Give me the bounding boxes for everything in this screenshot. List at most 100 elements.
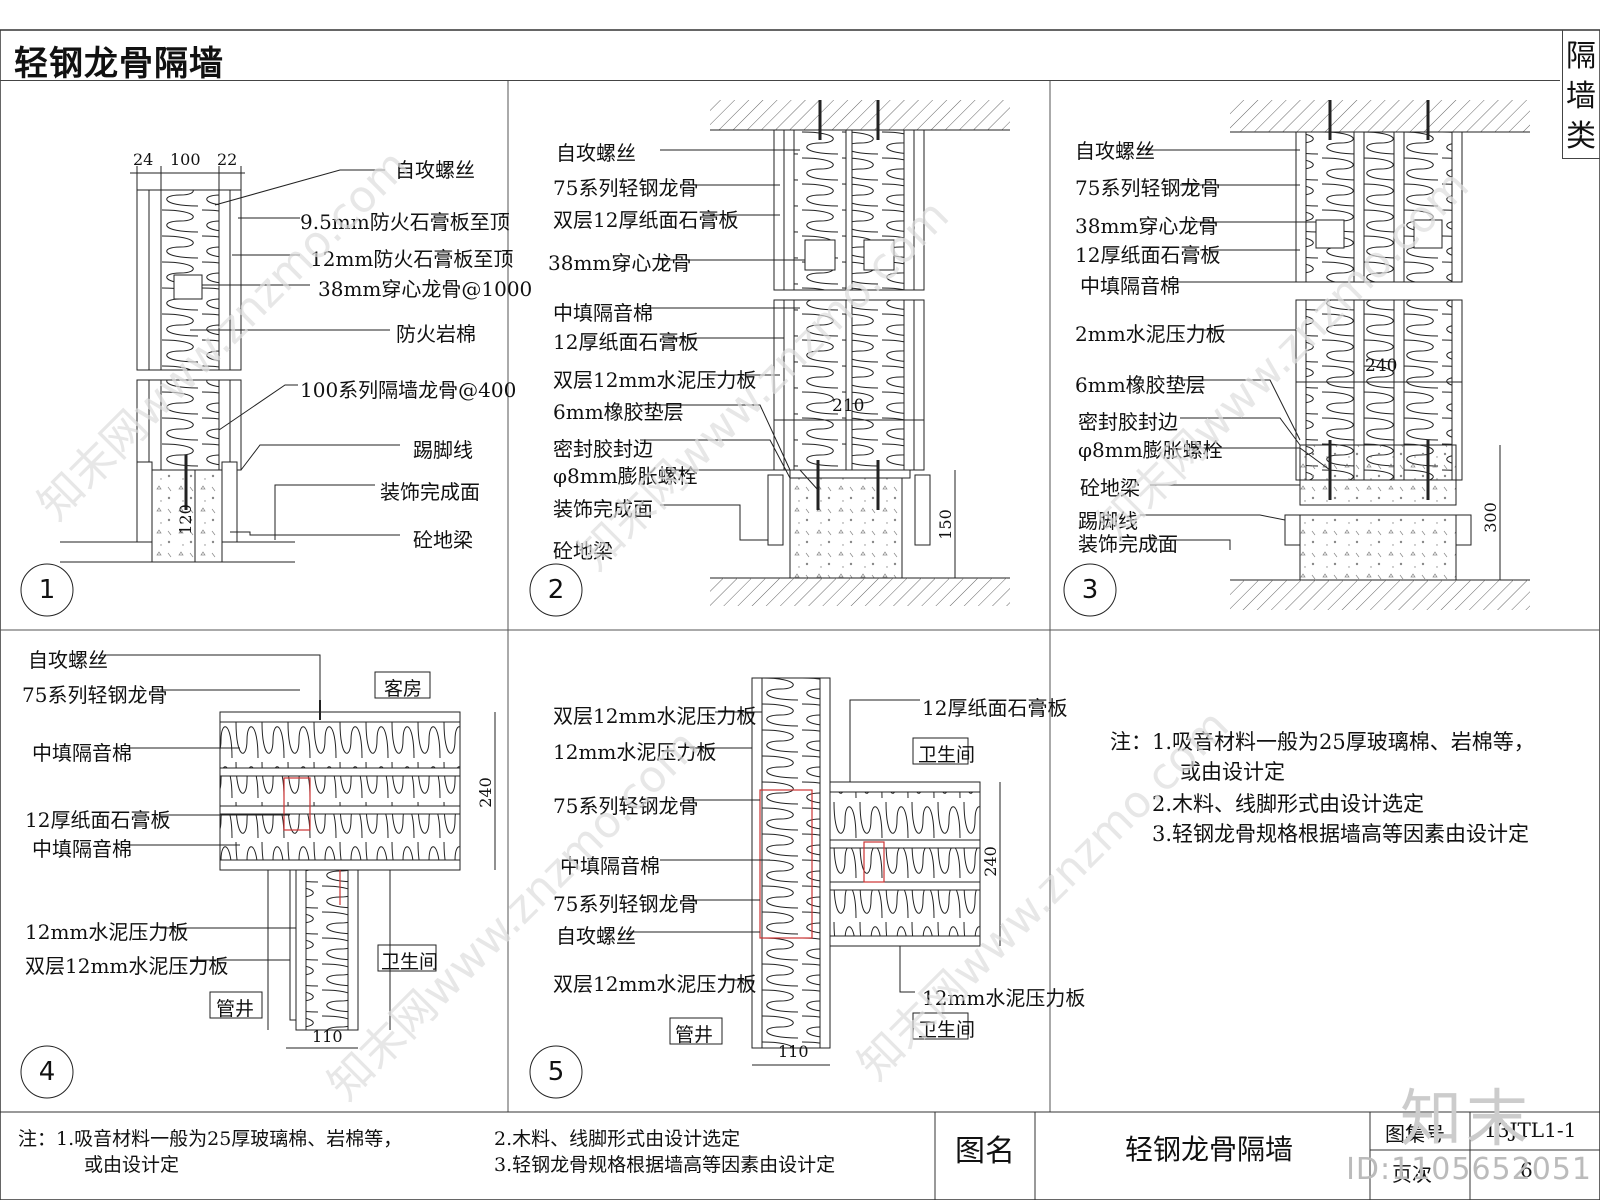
- set-number: 13JTL1-1: [1484, 1118, 1577, 1142]
- dimension-label: 100: [170, 150, 201, 169]
- room-label: 管井: [675, 1024, 714, 1046]
- callout-label: 100系列隔墙龙骨@400: [300, 378, 517, 402]
- callout-label: 12厚纸面石膏板: [553, 330, 699, 354]
- callout-label: 38mm穿心龙骨: [548, 251, 692, 275]
- detail-4-section: [100, 654, 496, 1049]
- detail-number: 4: [38, 1057, 56, 1087]
- callout-label: 踢脚线: [1078, 509, 1138, 533]
- callout-label: 12厚纸面石膏板: [25, 808, 171, 832]
- callout-label: 防火岩棉: [396, 322, 476, 346]
- callout-label: 自攻螺丝: [556, 141, 636, 165]
- footer-label-set: 图集号: [1385, 1122, 1445, 1146]
- room-label: 卫生间: [918, 1019, 976, 1041]
- callout-label: 中填隔音棉: [560, 854, 660, 878]
- callout-label: 75系列轻钢龙骨: [1075, 176, 1221, 200]
- dimension-label: 24: [133, 150, 154, 169]
- note-line: 注：1.吸音材料一般为25厚玻璃棉、岩棉等，: [1110, 730, 1535, 754]
- detail-1-section: [60, 166, 400, 563]
- dimension-label: 240: [1365, 356, 1398, 376]
- callout-label: φ8mm膨胀螺栓: [553, 464, 698, 488]
- callout-label: 75系列轻钢龙骨: [553, 892, 699, 916]
- detail-number: 1: [38, 575, 56, 605]
- callout-label: 砼地梁: [1080, 476, 1140, 500]
- drawing-name: 轻钢龙骨隔墙: [1125, 1133, 1294, 1166]
- callout-label: 中填隔音棉: [32, 741, 132, 765]
- side-tab-char: 墙: [1566, 79, 1596, 114]
- footer-note: 3.轻钢龙骨规格根据墙高等因素由设计定: [494, 1154, 836, 1176]
- detail-5-section: [630, 677, 1001, 1066]
- callout-label: 12mm防火石膏板至顶: [310, 247, 514, 271]
- dimension-label: 110: [312, 1027, 343, 1046]
- callout-label: 6mm橡胶垫层: [553, 400, 684, 424]
- room-label: 卫生间: [381, 951, 439, 973]
- note-line: 3.轻钢龙骨规格根据墙高等因素由设计定: [1152, 822, 1530, 846]
- callout-label: 装饰完成面: [1078, 532, 1178, 556]
- callout-label: 12mm水泥压力板: [922, 986, 1086, 1010]
- dimension-label: 300: [1480, 502, 1500, 533]
- callout-label: 双层12mm水泥压力板: [553, 972, 757, 996]
- callout-label: 9.5mm防火石膏板至顶: [300, 210, 510, 234]
- callout-label: 双层12mm水泥压力板: [553, 704, 757, 728]
- detail-number-circle: [20, 1045, 74, 1099]
- callout-label: 双层12mm水泥压力板: [25, 954, 229, 978]
- callout-label: 75系列轻钢龙骨: [553, 176, 699, 200]
- footer-note: 或由设计定: [84, 1154, 180, 1176]
- callout-label: 自攻螺丝: [1075, 139, 1155, 163]
- callout-label: 密封胶封边: [553, 437, 653, 461]
- watermark-logo: 知末: [1400, 1082, 1533, 1155]
- callout-label: 中填隔音棉: [553, 301, 653, 325]
- footer-note: 注：1.吸音材料一般为25厚玻璃棉、岩棉等，: [18, 1128, 403, 1150]
- detail-number-circle: [1063, 563, 1117, 617]
- watermark-id: ID:1105652051: [1346, 1152, 1592, 1187]
- callout-label: 踢脚线: [413, 438, 473, 462]
- callout-label: 自攻螺丝: [28, 648, 108, 672]
- callout-label: 38mm穿心龙骨@1000: [318, 277, 533, 301]
- dimension-label: 150: [935, 509, 955, 540]
- callout-label: 中填隔音棉: [32, 837, 132, 861]
- callout-label: φ8mm膨胀螺栓: [1078, 438, 1223, 462]
- side-tab: [1562, 30, 1600, 159]
- detail-number-circle: [529, 1045, 583, 1099]
- dimension-label: 120: [175, 504, 195, 535]
- detail-number-circle: [20, 563, 74, 617]
- callout-label: 自攻螺丝: [395, 158, 475, 182]
- callout-label: 75系列轻钢龙骨: [22, 683, 168, 707]
- dimension-label: 110: [778, 1042, 809, 1061]
- note-line: 2.木料、线脚形式由设计选定: [1152, 792, 1425, 816]
- room-label: 管井: [216, 998, 255, 1020]
- detail-number-circle: [529, 563, 583, 617]
- callout-label: 12mm水泥压力板: [25, 920, 189, 944]
- dimension-label: 240: [980, 846, 1000, 877]
- note-line: 或由设计定: [1180, 760, 1285, 784]
- title-bar: [0, 30, 1560, 81]
- callout-label: 双层12厚纸面石膏板: [553, 208, 739, 232]
- callout-label: 装饰完成面: [553, 497, 653, 521]
- callout-label: 12厚纸面石膏板: [1075, 243, 1221, 267]
- detail-2-section: [640, 100, 1010, 606]
- callout-label: 2mm水泥压力板: [1075, 322, 1226, 346]
- room-label: 客房: [384, 678, 423, 700]
- page-title: 轻钢龙骨隔墙: [14, 44, 224, 84]
- room-label: 卫生间: [918, 744, 976, 766]
- footer-label-name: 图名: [955, 1134, 1015, 1169]
- callout-label: 砼地梁: [413, 528, 473, 552]
- callout-label: 装饰完成面: [380, 480, 480, 504]
- callout-label: 12mm水泥压力板: [553, 740, 717, 764]
- dimension-label: 210: [832, 396, 865, 416]
- callout-label: 中填隔音棉: [1080, 274, 1180, 298]
- callout-label: 自攻螺丝: [556, 924, 636, 948]
- footer-label-page: 页次: [1392, 1162, 1432, 1186]
- detail-number: 2: [547, 575, 565, 605]
- callout-label: 12厚纸面石膏板: [922, 696, 1068, 720]
- callout-label: 砼地梁: [553, 539, 613, 563]
- footer-note: 2.木料、线脚形式由设计选定: [494, 1128, 741, 1150]
- detail-number: 5: [547, 1057, 565, 1087]
- side-tab-char: 隔: [1566, 39, 1596, 74]
- callout-label: 双层12mm水泥压力板: [553, 368, 757, 392]
- page-number: 6: [1520, 1158, 1533, 1182]
- dimension-label: 22: [217, 150, 238, 169]
- dimension-label: 240: [475, 777, 495, 808]
- callout-label: 6mm橡胶垫层: [1075, 373, 1206, 397]
